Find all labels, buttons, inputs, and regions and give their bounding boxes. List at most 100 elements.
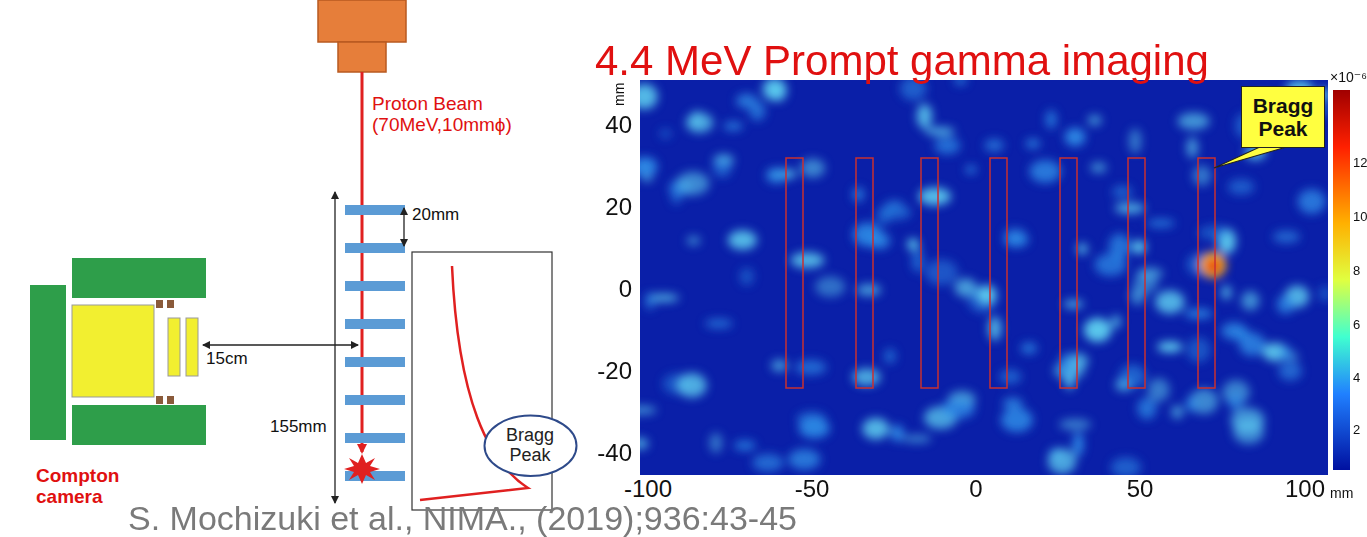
intensity-blob bbox=[984, 139, 1004, 152]
intensity-blob bbox=[671, 182, 682, 205]
intensity-blob bbox=[1132, 240, 1147, 254]
intensity-blob bbox=[1046, 110, 1057, 129]
tick-label: -100 bbox=[624, 476, 672, 502]
intensity-blob bbox=[1192, 165, 1211, 186]
intensity-blob bbox=[1025, 139, 1040, 149]
intensity-blob bbox=[723, 122, 743, 131]
intensity-blob bbox=[1048, 449, 1076, 474]
intensity-blob bbox=[965, 165, 976, 174]
target-slab bbox=[345, 395, 405, 405]
beam-source bbox=[318, 0, 406, 72]
intensity-blob bbox=[1109, 233, 1130, 259]
colorbar-tick: 6 bbox=[1353, 318, 1360, 332]
hotspot bbox=[1200, 252, 1226, 278]
slab-outline bbox=[856, 158, 873, 388]
intensity-blob bbox=[1221, 285, 1231, 299]
intensity-blob bbox=[728, 230, 757, 250]
slab-outline bbox=[786, 158, 803, 388]
intensity-blob bbox=[1088, 115, 1102, 126]
slab-outline bbox=[990, 158, 1007, 388]
intensity-blob bbox=[772, 84, 786, 101]
intensity-blob bbox=[640, 438, 649, 450]
intensity-blob bbox=[800, 158, 825, 177]
intensity-blob bbox=[1171, 405, 1183, 419]
intensity-blob bbox=[660, 129, 672, 139]
peak-callout: Bragg Peak bbox=[1241, 86, 1325, 148]
intensity-blob bbox=[740, 268, 754, 286]
tick-label: 40 bbox=[605, 112, 632, 138]
intensity-blob bbox=[1239, 333, 1265, 356]
intensity-blob bbox=[1147, 219, 1175, 227]
colorbar-tick: 12 bbox=[1353, 156, 1367, 170]
intensity-blob bbox=[977, 285, 997, 304]
tick-label: -40 bbox=[597, 440, 632, 466]
dimension-label: 155mm bbox=[270, 418, 327, 437]
intensity-blob bbox=[1137, 397, 1157, 419]
intensity-blob bbox=[640, 84, 658, 109]
tick-label: 0 bbox=[969, 476, 982, 502]
intensity-blob bbox=[1063, 300, 1084, 308]
intensity-blob bbox=[1319, 285, 1328, 302]
intensity-blob bbox=[736, 94, 757, 109]
intensity-blob bbox=[884, 348, 896, 363]
heat-map bbox=[640, 80, 1328, 475]
tick-label: -20 bbox=[597, 358, 632, 384]
intensity-blob bbox=[862, 418, 889, 439]
intensity-blob bbox=[752, 454, 783, 472]
beam-label: Proton Beam (70MeV,10mmϕ) bbox=[372, 94, 522, 136]
intensity-blob bbox=[1003, 398, 1023, 410]
intensity-blob bbox=[876, 206, 891, 226]
colorbar-tick: 2 bbox=[1353, 423, 1360, 437]
compton-camera bbox=[30, 258, 206, 445]
intensity-blob bbox=[799, 418, 830, 438]
intensity-blob bbox=[911, 249, 923, 272]
intensity-blob bbox=[934, 137, 960, 154]
intensity-blob bbox=[1115, 203, 1146, 214]
colorbar-tick: 10 bbox=[1353, 210, 1367, 224]
intensity-blob bbox=[709, 433, 722, 453]
intensity-blob bbox=[1111, 315, 1121, 328]
intensity-blob bbox=[1090, 162, 1107, 173]
intensity-blob bbox=[919, 187, 951, 205]
colorbar-tick: 8 bbox=[1353, 264, 1360, 278]
intensity-blob bbox=[677, 373, 707, 397]
intensity-blob bbox=[640, 157, 657, 177]
intensity-blob bbox=[691, 110, 702, 128]
axis-unit: mm bbox=[612, 83, 627, 106]
intensity-blob bbox=[856, 284, 881, 296]
intensity-blob bbox=[917, 104, 933, 129]
intensity-blob bbox=[1084, 318, 1111, 342]
intensity-blob bbox=[734, 440, 756, 450]
intensity-blob bbox=[1059, 419, 1091, 431]
intensity-blob bbox=[1129, 129, 1142, 154]
intensity-blob bbox=[795, 360, 826, 375]
intensity-blob bbox=[1298, 189, 1326, 214]
tick-label: -50 bbox=[795, 476, 830, 502]
peak-ellipse: Bragg Peak bbox=[483, 414, 578, 477]
dimension-line bbox=[203, 344, 358, 345]
figure-title: 4.4 MeV Prompt gamma imaging bbox=[595, 38, 1209, 84]
tick-label: 0 bbox=[619, 276, 632, 302]
slab-outline bbox=[1060, 158, 1077, 388]
target-slabs bbox=[345, 205, 405, 481]
intensity-blob bbox=[713, 158, 732, 178]
intensity-blob bbox=[1231, 408, 1265, 433]
tick-label: 50 bbox=[1127, 476, 1154, 502]
node-text: Bragg Peak bbox=[1247, 94, 1319, 140]
camera-label: Compton camera bbox=[36, 466, 126, 508]
intensity-blob bbox=[1001, 408, 1033, 433]
intensity-blob bbox=[1186, 396, 1197, 412]
axis-unit: mm bbox=[1330, 486, 1353, 501]
intensity-blob bbox=[1029, 160, 1061, 183]
intensity-blob bbox=[640, 406, 657, 415]
tick-label: 100 bbox=[1285, 476, 1325, 502]
target-slab bbox=[345, 205, 405, 215]
intensity-blob bbox=[687, 236, 701, 245]
intensity-blob bbox=[1021, 342, 1037, 354]
intensity-blob bbox=[925, 127, 955, 135]
dimension-label: 15cm bbox=[206, 350, 248, 369]
intensity-blob bbox=[1155, 290, 1184, 313]
ellipse-shape bbox=[484, 416, 576, 476]
intensity-blob bbox=[925, 260, 958, 286]
slab-outline bbox=[1198, 158, 1215, 388]
